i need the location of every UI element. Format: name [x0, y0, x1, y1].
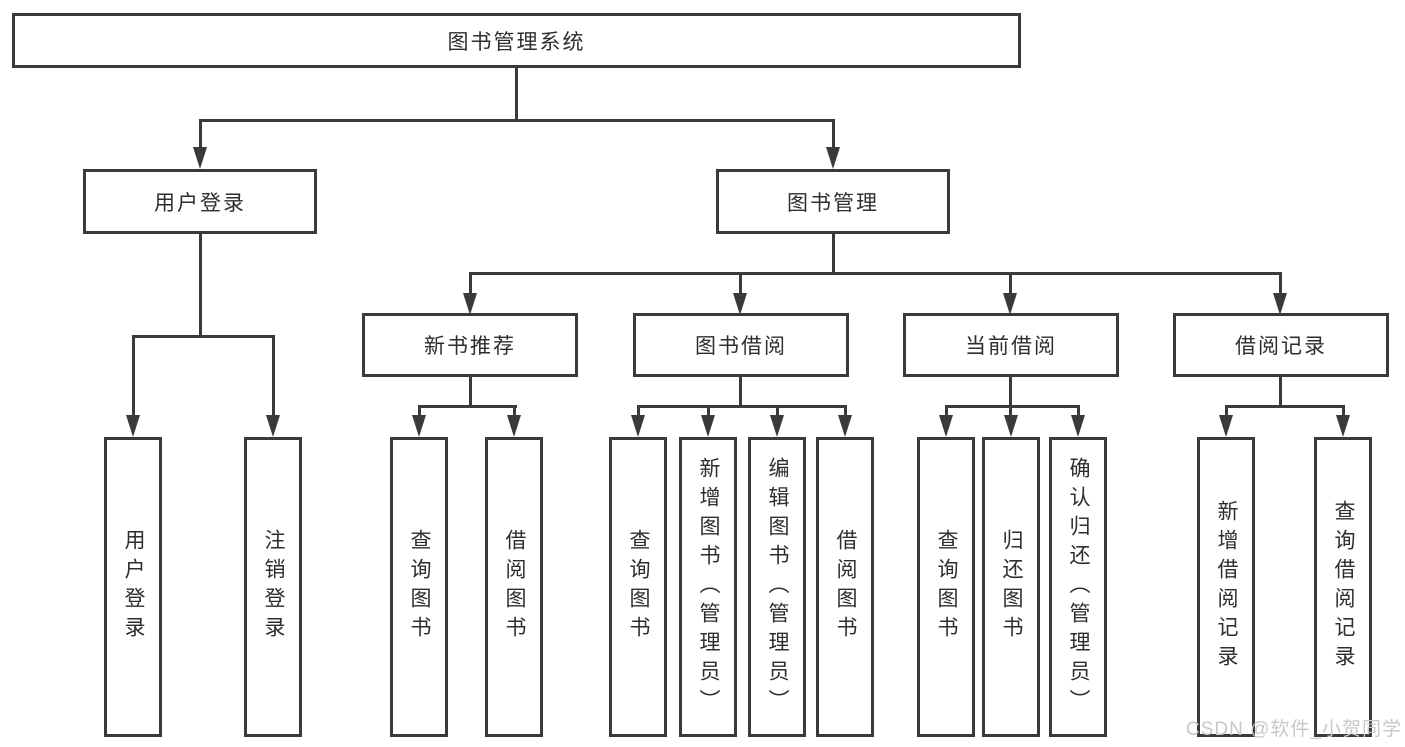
- connector-line: [1279, 377, 1282, 407]
- connector-line: [469, 272, 1282, 275]
- connector-line: [1077, 405, 1080, 418]
- leaf-add-book-admin: 新增图书（管理员）: [679, 437, 737, 737]
- leaf-borrow-books-recommend: 借阅图书: [485, 437, 543, 737]
- arrowhead-down-icon: [266, 415, 280, 437]
- connector-line: [132, 335, 275, 338]
- leaf-edit-book-admin: 编辑图书（管理员）: [748, 437, 806, 737]
- leaf-query-borrow-record: 查询借阅记录: [1314, 437, 1372, 737]
- connector-line: [469, 377, 472, 407]
- connector-line: [832, 119, 835, 152]
- leaf-query-books-recommend: 查询图书: [390, 437, 448, 737]
- connector-line: [637, 405, 640, 418]
- watermark-text: CSDN @软件_小贺同学: [1186, 719, 1402, 740]
- leaf-borrow-books-borrowing: 借阅图书: [816, 437, 874, 737]
- node-user-login: 用户登录: [83, 169, 317, 234]
- connector-line: [776, 405, 779, 418]
- leaf-logout: 注销登录: [244, 437, 302, 737]
- leaf-query-books-current: 查询图书: [917, 437, 975, 737]
- arrowhead-down-icon: [826, 147, 840, 169]
- connector-line: [418, 405, 421, 418]
- connector-line: [469, 272, 472, 296]
- arrowhead-down-icon: [193, 147, 207, 169]
- connector-line: [513, 405, 516, 418]
- connector-line: [739, 377, 742, 407]
- arrowhead-down-icon: [507, 415, 521, 437]
- arrowhead-down-icon: [1071, 415, 1085, 437]
- arrowhead-down-icon: [1003, 293, 1017, 315]
- node-current-borrowing: 当前借阅: [903, 313, 1119, 377]
- connector-line: [1009, 405, 1012, 418]
- leaf-add-borrow-record: 新增借阅记录: [1197, 437, 1255, 737]
- arrowhead-down-icon: [838, 415, 852, 437]
- connector-line: [1225, 405, 1345, 408]
- connector-line: [637, 405, 847, 408]
- node-book-management: 图书管理: [716, 169, 950, 234]
- connector-line: [199, 119, 835, 122]
- arrowhead-down-icon: [1004, 415, 1018, 437]
- arrowhead-down-icon: [1336, 415, 1350, 437]
- connector-line: [844, 405, 847, 418]
- connector-line: [418, 405, 517, 408]
- connector-line: [1279, 272, 1282, 296]
- connector-line: [739, 272, 742, 296]
- node-library-management-system: 图书管理系统: [12, 13, 1021, 68]
- connector-line: [832, 234, 835, 274]
- connector-line: [945, 405, 948, 418]
- connector-line: [1009, 377, 1012, 407]
- connector-line: [272, 335, 275, 418]
- connector-line: [1009, 272, 1012, 296]
- connector-line: [199, 234, 202, 337]
- connector-line: [132, 335, 135, 418]
- connector-line: [199, 119, 202, 152]
- connector-line: [707, 405, 710, 418]
- leaf-return-books: 归还图书: [982, 437, 1040, 737]
- connector-line: [1225, 405, 1228, 418]
- arrowhead-down-icon: [631, 415, 645, 437]
- arrowhead-down-icon: [412, 415, 426, 437]
- arrowhead-down-icon: [939, 415, 953, 437]
- arrowhead-down-icon: [126, 415, 140, 437]
- arrowhead-down-icon: [1219, 415, 1233, 437]
- arrowhead-down-icon: [701, 415, 715, 437]
- arrowhead-down-icon: [733, 293, 747, 315]
- connector-line: [515, 68, 518, 121]
- leaf-query-books-borrowing: 查询图书: [609, 437, 667, 737]
- leaf-confirm-return-admin: 确认归还（管理员）: [1049, 437, 1107, 737]
- node-borrowing-records: 借阅记录: [1173, 313, 1389, 377]
- arrowhead-down-icon: [1273, 293, 1287, 315]
- connector-line: [945, 405, 1080, 408]
- arrowhead-down-icon: [463, 293, 477, 315]
- leaf-user-login: 用户登录: [104, 437, 162, 737]
- connector-line: [1342, 405, 1345, 418]
- node-new-book-recommend: 新书推荐: [362, 313, 578, 377]
- node-book-borrowing: 图书借阅: [633, 313, 849, 377]
- arrowhead-down-icon: [770, 415, 784, 437]
